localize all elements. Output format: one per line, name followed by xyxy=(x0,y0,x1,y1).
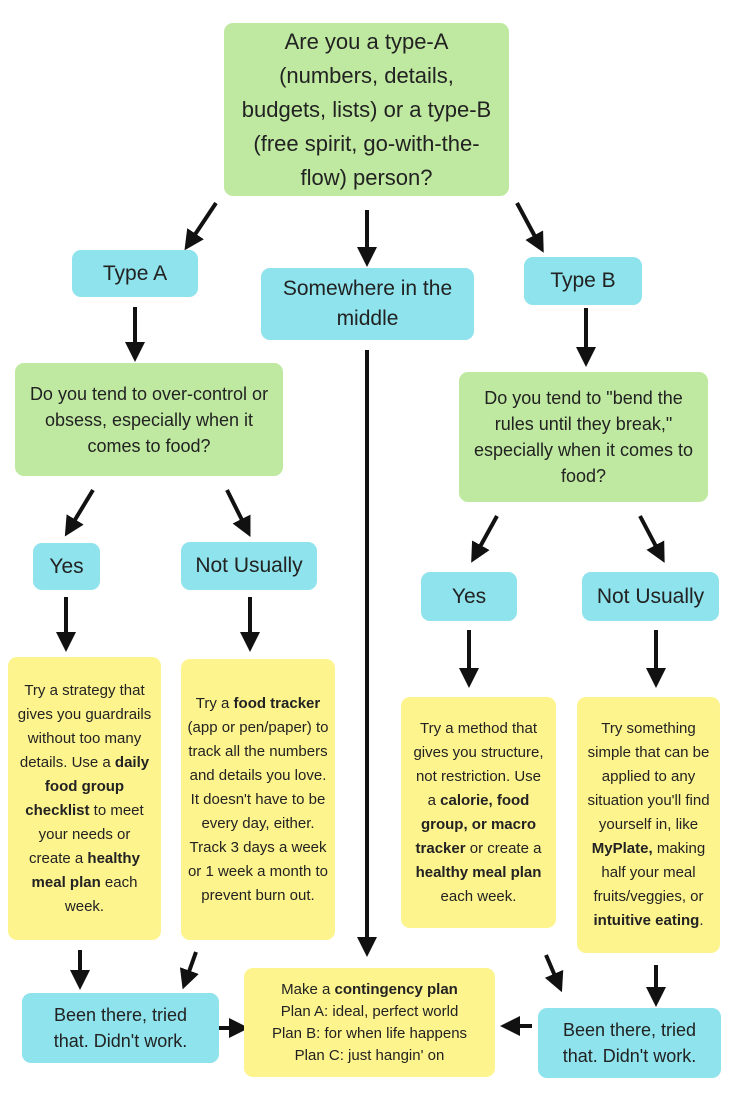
rec-b-not-usually-text: Try something simple that can be applied… xyxy=(587,720,710,929)
question-a: Do you tend to over-control or obsess, e… xyxy=(29,383,269,456)
b-yes-box: Yes xyxy=(421,572,517,621)
fail-left-text: Been there, tried that. Didn't work. xyxy=(53,1005,188,1051)
arrow-question-a-to-yes xyxy=(64,488,95,537)
contingency-title: Make a contingency plan xyxy=(281,980,458,998)
arrow-start-to-type-a xyxy=(184,201,218,251)
rec-b-yes-text: Try a method that gives you structure, n… xyxy=(413,719,544,905)
type-b-label: Type B xyxy=(550,269,616,292)
type-a-label: Type A xyxy=(102,261,168,285)
question-b-box: Do you tend to "bend the rules until the… xyxy=(459,372,708,502)
b-yes-label: Yes xyxy=(451,584,487,608)
rec-a-not-usually-box: Try a food tracker (app or pen/paper) to… xyxy=(181,659,335,940)
middle-box: Somewhere in the middle xyxy=(261,268,474,340)
rec-a-yes-box: Try a strategy that gives you guardrails… xyxy=(8,657,161,940)
arrow-start-to-type-b xyxy=(515,202,544,253)
rec-a-not-usually-text: Try a food tracker (app or pen/paper) to… xyxy=(187,694,329,904)
type-b-box: Type B xyxy=(524,257,642,305)
a-yes-box: Yes xyxy=(33,543,100,590)
middle-label: Somewhere in the middle xyxy=(282,277,453,330)
a-yes-label: Yes xyxy=(49,554,84,578)
plan-c-line: Plan C: just hangin' on xyxy=(294,1046,445,1064)
arrow-question-a-to-not-usually xyxy=(225,489,251,537)
contingency-box: Make a contingency plan Plan A: ideal, p… xyxy=(244,968,495,1077)
type-a-box: Type A xyxy=(72,250,198,297)
a-not-usually-box: Not Usually xyxy=(181,542,317,590)
fail-right-box: Been there, tried that. Didn't work. xyxy=(538,1008,721,1078)
fail-right-text: Been there, tried that. Didn't work. xyxy=(562,1020,697,1066)
question-b: Do you tend to "bend the rules until the… xyxy=(473,388,694,486)
arrow-rec-b-yes-to-fail xyxy=(544,954,564,993)
arrow-question-b-to-not-usually xyxy=(638,515,665,563)
question-a-box: Do you tend to over-control or obsess, e… xyxy=(15,363,283,476)
rec-b-not-usually-box: Try something simple that can be applied… xyxy=(577,697,720,953)
b-not-usually-label: Not Usually xyxy=(596,584,705,608)
rec-b-yes-box: Try a method that gives you structure, n… xyxy=(401,697,556,928)
plan-a-line: Plan A: ideal, perfect world xyxy=(280,1002,459,1020)
rec-a-yes-text: Try a strategy that gives you guardrails… xyxy=(17,681,152,915)
a-not-usually-label: Not Usually xyxy=(195,554,303,577)
fail-left-box: Been there, tried that. Didn't work. xyxy=(22,993,219,1063)
arrow-question-b-to-yes xyxy=(471,515,499,563)
b-not-usually-box: Not Usually xyxy=(582,572,719,621)
arrow-rec-a-no-to-fail xyxy=(179,951,199,990)
start-question: Are you a type-A (numbers, details, budg… xyxy=(241,28,492,190)
start-question-box: Are you a type-A (numbers, details, budg… xyxy=(224,23,509,196)
plan-b-line: Plan B: for when life happens xyxy=(271,1024,468,1042)
